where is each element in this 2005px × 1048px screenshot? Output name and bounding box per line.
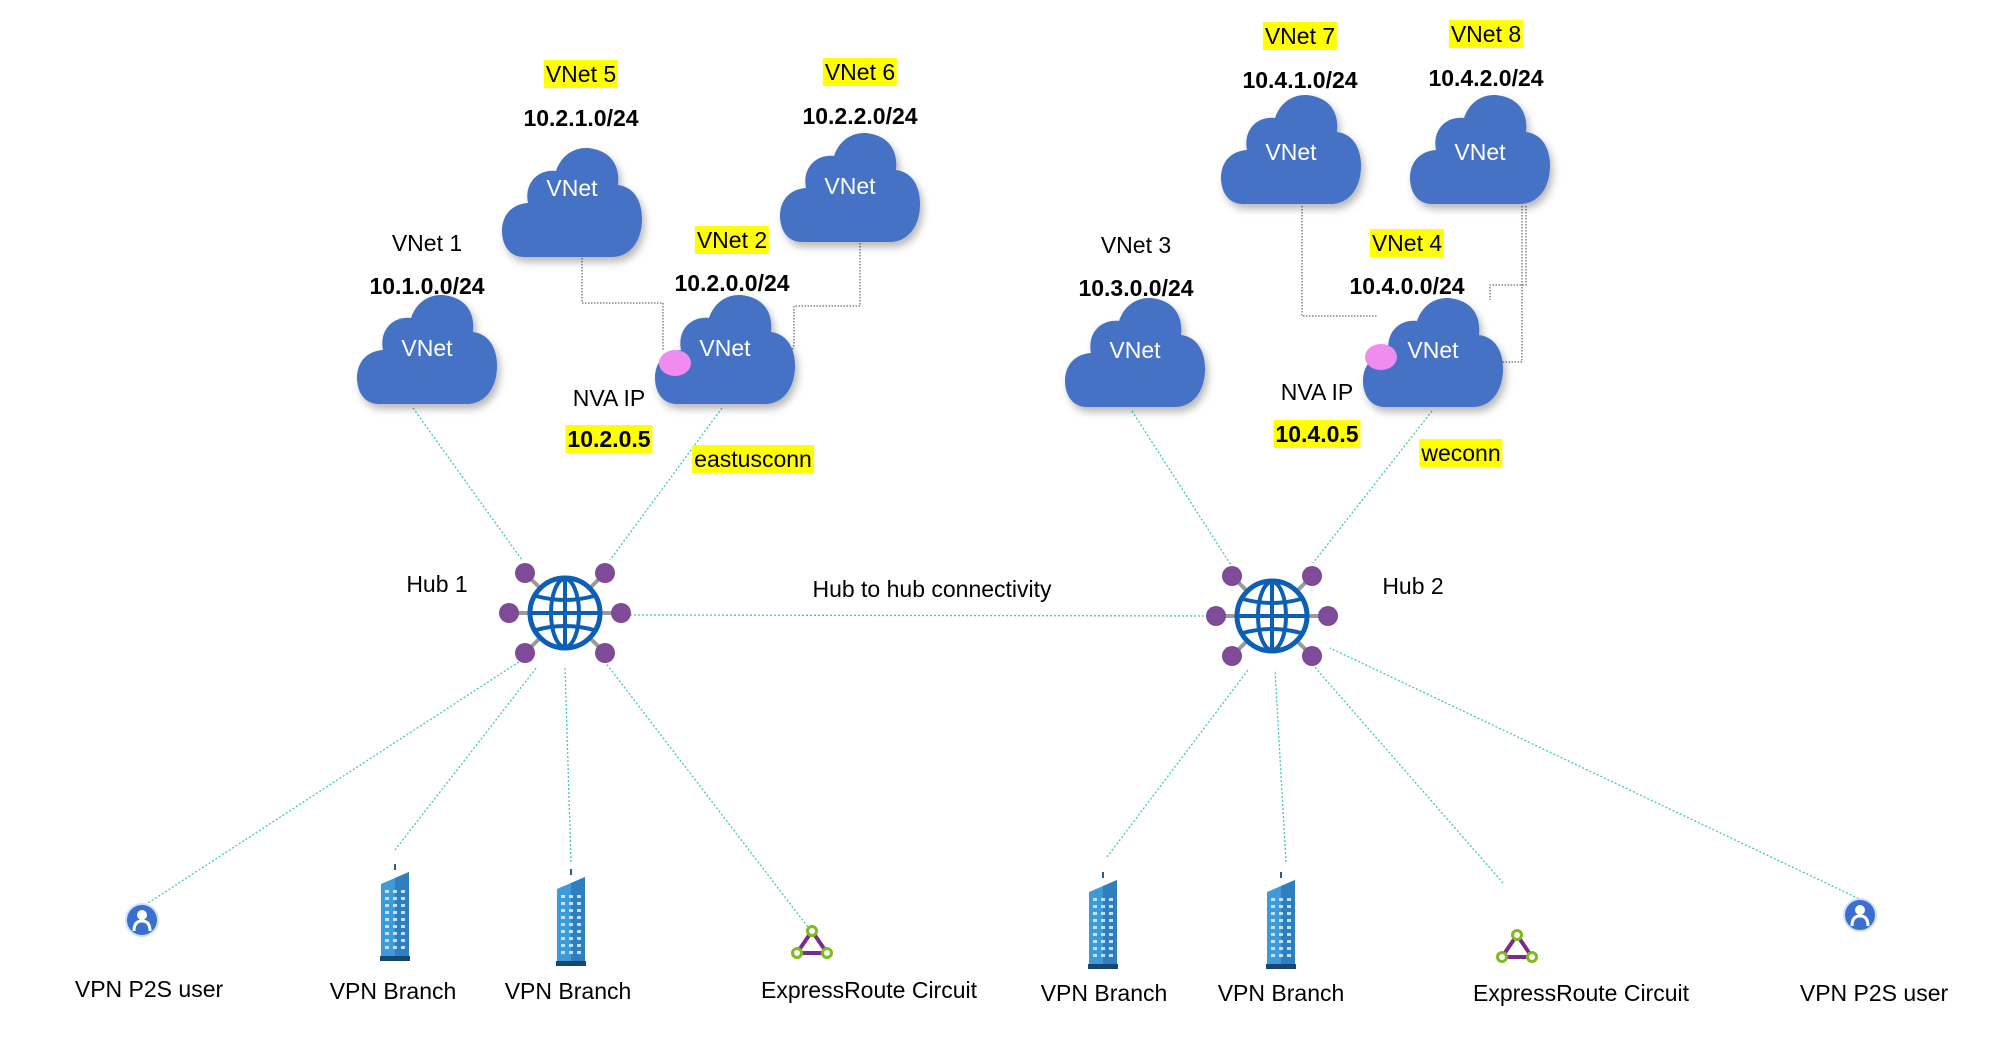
nva-1-label: NVA IP xyxy=(572,385,646,411)
endpoint-2-label: VPN Branch xyxy=(329,978,457,1004)
endpoint-5-label: VPN Branch xyxy=(1040,980,1168,1006)
hub-1-icon xyxy=(499,563,631,663)
building-icon xyxy=(1088,872,1118,969)
vnet-2-name: VNet 2 xyxy=(694,226,770,254)
vnet-6-cloud: VNet xyxy=(780,132,920,242)
hub-node-dot xyxy=(499,603,519,623)
hub-node-dot xyxy=(1302,566,1322,586)
hub-2-name: Hub 2 xyxy=(1382,573,1444,599)
nva-2-label: NVA IP xyxy=(1280,379,1354,405)
endpoint-6-label: VPN Branch xyxy=(1217,980,1345,1006)
hub-node-dot xyxy=(1302,646,1322,666)
vnet-5-cidr: 10.2.1.0/24 xyxy=(523,105,639,131)
vnet-2-cidr: 10.2.0.0/24 xyxy=(674,270,790,296)
endpoint-1-link xyxy=(144,657,526,906)
vnet-7-cloud-label: VNet xyxy=(1265,139,1317,165)
endpoint-4-link xyxy=(604,661,828,953)
vnet-3-cloud-label: VNet xyxy=(1109,337,1161,363)
vnet-3-cloud: VNet xyxy=(1065,297,1205,407)
endpoint-5-link xyxy=(1106,669,1249,858)
vnet-4-cidr: 10.4.0.0/24 xyxy=(1349,273,1465,299)
hub-link-label: Hub to hub connectivity xyxy=(812,576,1052,602)
vnet-4b-peering xyxy=(1502,206,1523,363)
vnet-4-cloud: VNet xyxy=(1363,297,1503,407)
expressroute-icon xyxy=(1496,929,1538,963)
nva-2-ip: 10.4.0.5 xyxy=(1273,420,1361,448)
endpoint-3-link xyxy=(564,666,572,863)
endpoint-6-link xyxy=(1274,669,1287,863)
vnet-3-cidr: 10.3.0.0/24 xyxy=(1078,275,1194,301)
building-icon xyxy=(556,869,586,966)
user-icon xyxy=(125,903,159,937)
vnet-6-peering xyxy=(788,243,861,361)
vnet-2-cloud-label: VNet xyxy=(699,335,751,361)
hub-node-dot xyxy=(515,643,535,663)
nva-1-dot xyxy=(659,350,691,376)
vnet-7-cidr: 10.4.1.0/24 xyxy=(1242,67,1358,93)
endpoint-3-label: VPN Branch xyxy=(504,978,632,1004)
vnet-7-cloud: VNet xyxy=(1221,94,1361,204)
endpoint-2-link xyxy=(394,666,538,851)
vnet-7-name: VNet 7 xyxy=(1262,22,1338,50)
hub-node-dot xyxy=(1222,566,1242,586)
endpoint-7-label: ExpressRoute Circuit xyxy=(1472,980,1690,1006)
vnet-4-name: VNet 4 xyxy=(1369,229,1445,257)
vnet-8-name: VNet 8 xyxy=(1448,20,1524,48)
vnet-8-cloud-label: VNet xyxy=(1454,139,1506,165)
vnet-8-cloud: VNet xyxy=(1410,94,1550,204)
vnet-1-cidr: 10.1.0.0/24 xyxy=(369,273,485,299)
hub-node-dot xyxy=(1206,606,1226,626)
hub-link-line xyxy=(629,614,1219,617)
vnet-4-cloud-label: VNet xyxy=(1407,337,1459,363)
vnet-2-cloud: VNet xyxy=(655,294,795,404)
vnet-5-name: VNet 5 xyxy=(543,60,619,88)
vnet-1-name: VNet 1 xyxy=(391,230,463,256)
vnet-5-peering xyxy=(581,255,664,350)
vnet-1-cloud-label: VNet xyxy=(401,335,453,361)
nva-1-connection: eastusconn xyxy=(692,445,814,473)
vnet-7-peering xyxy=(1301,206,1378,317)
vnet-8-cidr: 10.4.2.0/24 xyxy=(1428,65,1544,91)
hub-node-dot xyxy=(611,603,631,623)
vnet-6-cidr: 10.2.2.0/24 xyxy=(802,103,918,129)
peering-lines xyxy=(581,206,1527,363)
expressroute-icon xyxy=(791,925,833,959)
vnet-8-peering xyxy=(1489,206,1527,300)
endpoint-8-link xyxy=(1329,647,1867,903)
building-icon xyxy=(1266,872,1296,969)
hub-1-name: Hub 1 xyxy=(406,571,468,597)
endpoint-icons xyxy=(125,864,1877,969)
vnet-1-link xyxy=(412,407,523,561)
nva-2-connection: weconn xyxy=(1419,439,1503,467)
nva-2-dot xyxy=(1365,344,1397,370)
hub-node-dot xyxy=(1318,606,1338,626)
hub-node-dot xyxy=(595,643,615,663)
vnet-6-name: VNet 6 xyxy=(822,58,898,86)
vnet-1-cloud: VNet xyxy=(357,294,497,404)
vnet-3-link xyxy=(1131,410,1232,566)
vnet-4-link xyxy=(1312,410,1433,564)
building-icon xyxy=(380,864,410,961)
endpoint-4-label: ExpressRoute Circuit xyxy=(760,977,978,1003)
vnet-5-cloud-label: VNet xyxy=(546,175,598,201)
endpoint-7-link xyxy=(1311,663,1504,884)
nva-1-ip: 10.2.0.5 xyxy=(565,425,653,453)
vnet-6-cloud-label: VNet xyxy=(824,173,876,199)
hub-node-dot xyxy=(1222,646,1242,666)
connection-lines xyxy=(144,407,1867,953)
endpoint-1-label: VPN P2S user xyxy=(74,976,224,1002)
user-icon xyxy=(1843,898,1877,932)
hub-node-dot xyxy=(515,563,535,583)
vnet-3-name: VNet 3 xyxy=(1100,232,1172,258)
hub-node-dot xyxy=(595,563,615,583)
endpoint-8-label: VPN P2S user xyxy=(1799,980,1949,1006)
vnet-5-cloud: VNet xyxy=(502,147,642,257)
hub-2-icon xyxy=(1206,566,1338,666)
vnet-2-link xyxy=(609,407,723,561)
